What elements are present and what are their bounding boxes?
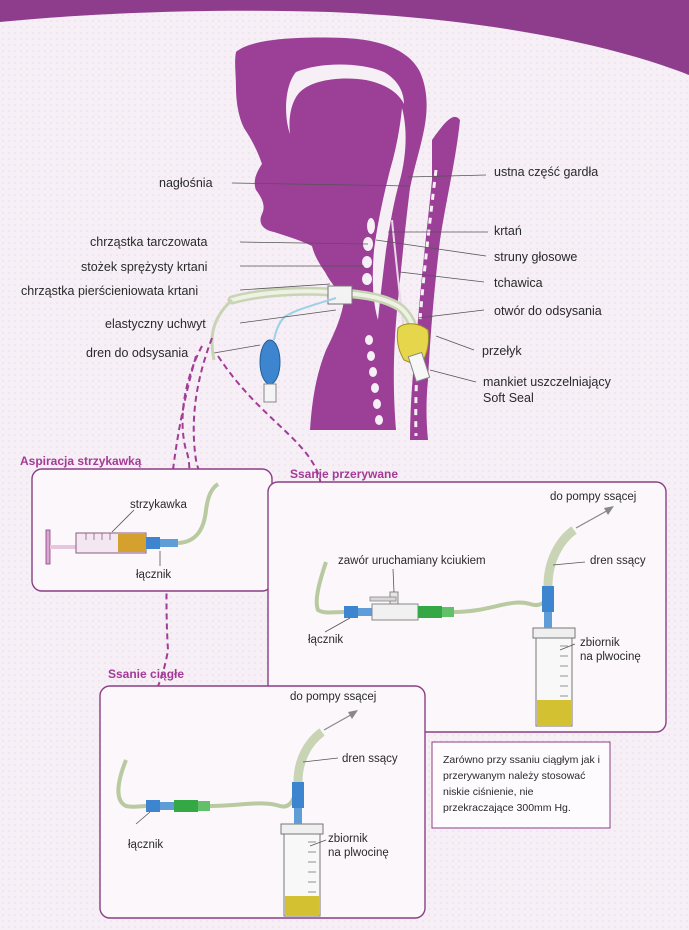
label-lacznik-ciagle: łącznik: [128, 838, 163, 852]
pressure-note: Zarówno przy ssaniu ciągłym jak i przery…: [443, 752, 603, 816]
label-do-pompy-ciagle: do pompy ssącej: [290, 690, 376, 704]
label-do-pompy-przerywane: do pompy ssącej: [550, 490, 636, 504]
label-otwor: otwór do odsysania: [494, 304, 602, 318]
pilot-balloon: [260, 340, 280, 384]
label-chrzastka-pierscieniowata: chrząstka pierścieniowata krtani: [21, 284, 198, 298]
label-zbiornik-przerywane-1: zbiornik: [580, 636, 620, 650]
label-mankiet-line1: mankiet uszczelniający: [483, 375, 611, 389]
label-tchawica: tchawica: [494, 276, 543, 290]
label-lacznik-przerywane: łącznik: [308, 633, 343, 647]
label-zawor: zawór uruchamiany kciukiem: [338, 554, 486, 568]
label-ustna-czesc: ustna część gardła: [494, 165, 598, 179]
label-dren-ssacy-ciagle: dren ssący: [342, 752, 398, 766]
label-chrzastka-tarczowata: chrząstka tarczowata: [90, 235, 207, 249]
label-krtan: krtań: [494, 224, 522, 238]
label-zbiornik-ciagle-2: na plwocinę: [328, 846, 389, 860]
label-przelyk: przełyk: [482, 344, 522, 358]
label-dren-ssacy-przerywane: dren ssący: [590, 554, 646, 568]
label-zbiornik-przerywane-2: na plwocinę: [580, 650, 641, 664]
label-mankiet-line2: Soft Seal: [483, 391, 534, 405]
label-uchwyt: elastyczny uchwyt: [105, 317, 206, 331]
airway-connector: [328, 286, 352, 304]
aspiracja-title: Aspiracja strzykawką: [20, 454, 141, 468]
label-zbiornik-ciagle-1: zbiornik: [328, 832, 368, 846]
label-naglosnia: nagłośnia: [159, 176, 213, 190]
label-strzykawka: strzykawka: [130, 498, 187, 512]
przerywane-title: Ssanie przerywane: [290, 467, 398, 481]
label-struny: struny głosowe: [494, 250, 577, 264]
label-stozek: stożek sprężysty krtani: [81, 260, 207, 274]
label-lacznik-aspiracja: łącznik: [136, 568, 171, 582]
label-dren-odsysania: dren do odsysania: [86, 346, 188, 360]
ciagle-title: Ssanie ciągłe: [108, 667, 184, 681]
